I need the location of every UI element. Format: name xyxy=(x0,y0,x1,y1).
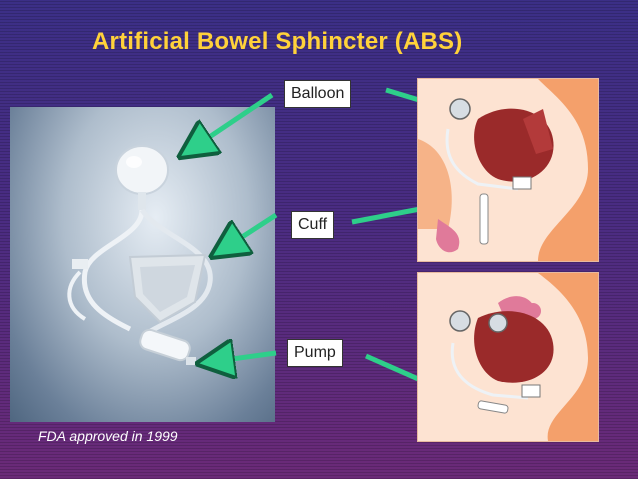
fda-approval-note: FDA approved in 1999 xyxy=(38,428,178,444)
arrow-balloon-photo xyxy=(190,92,274,150)
slide-title: Artificial Bowel Sphincter (ABS) xyxy=(92,28,463,55)
balloon-label: Balloon xyxy=(284,80,352,108)
arrow-cuff-photo xyxy=(222,212,278,250)
cuff-label: Cuff xyxy=(291,211,335,239)
pump-label: Pump xyxy=(287,339,343,367)
device-photo xyxy=(10,107,275,422)
male-anatomy-diagram xyxy=(417,78,599,262)
arrow-pump-photo xyxy=(210,353,277,362)
female-anatomy-diagram xyxy=(417,272,599,442)
